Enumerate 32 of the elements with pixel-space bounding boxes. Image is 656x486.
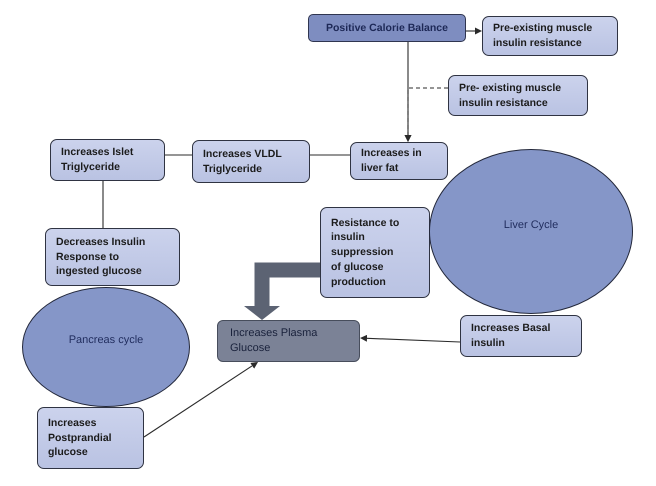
node-text: Positive Calorie Balance — [326, 20, 448, 36]
connector-line — [102, 181, 104, 228]
connector-line — [310, 154, 350, 156]
process-box — [50, 139, 165, 181]
node-text: Pancreas cycle — [68, 334, 144, 346]
node-text: Decreases Insulin Response to ingested glucose — [56, 234, 146, 280]
process-box — [45, 228, 180, 286]
arrow — [360, 334, 460, 343]
node-text: Increases VLDL Triglyceride — [203, 146, 283, 176]
process-box — [37, 407, 144, 469]
result-box — [217, 320, 360, 362]
arrow — [466, 28, 482, 34]
node-text: Resistance to insulin suppression of glucose production — [331, 216, 400, 290]
node-text: Increases Postprandial glucose — [48, 416, 113, 460]
arrow — [144, 362, 258, 438]
node-text: Increases Plasma Glucose — [230, 326, 318, 356]
node-text: Pre-existing muscle insulin resistance — [493, 21, 594, 51]
node-text: Pre- existing muscle insulin resistance — [459, 80, 562, 110]
process-box — [482, 16, 618, 56]
process-box — [448, 75, 588, 116]
process-box — [308, 14, 466, 42]
process-box — [320, 207, 430, 298]
process-box — [350, 142, 448, 180]
node-text: Increases in liver fat — [361, 146, 423, 176]
connector-line — [165, 154, 192, 156]
node-text: Increases Basal insulin — [471, 321, 552, 351]
process-box — [192, 140, 310, 183]
block-arrow — [244, 262, 320, 320]
node-text: Increases Islet Triglyceride — [61, 145, 134, 175]
node-text: Liver Cycle — [504, 218, 558, 230]
dashed-arrow — [404, 87, 448, 142]
process-box — [460, 315, 582, 357]
